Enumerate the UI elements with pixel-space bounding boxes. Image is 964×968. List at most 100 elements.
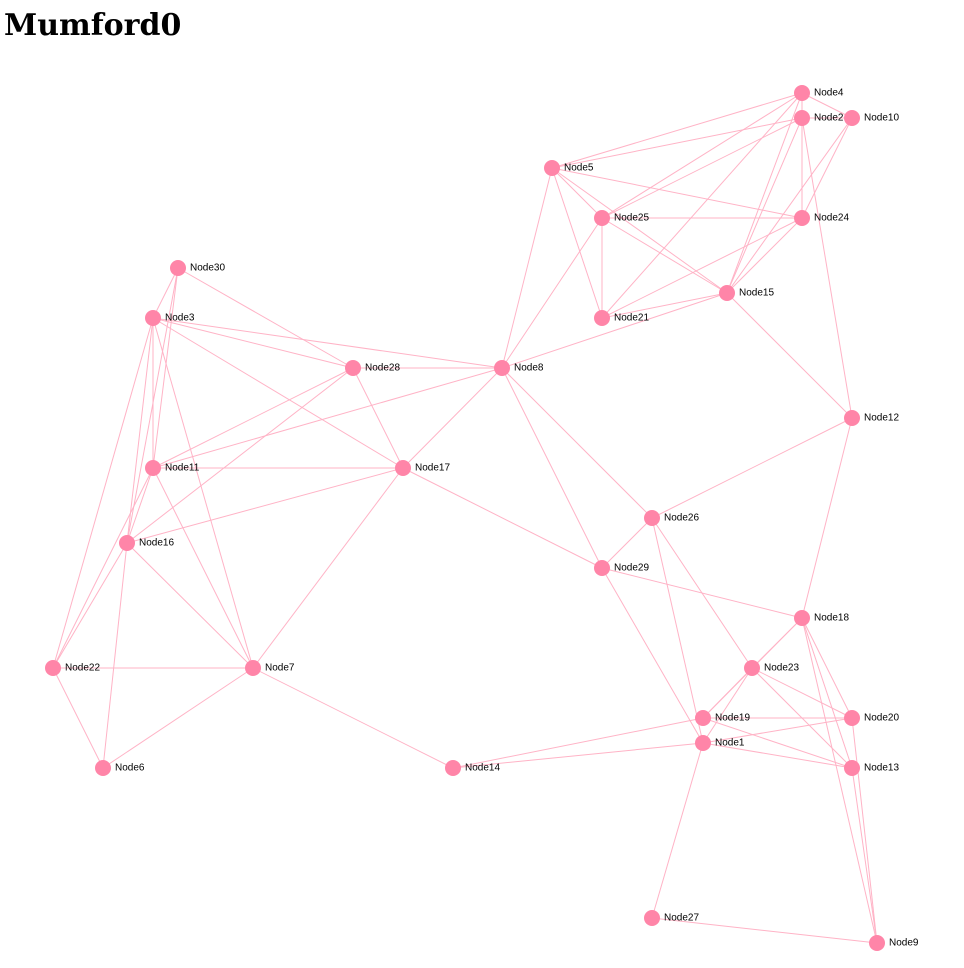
node-circle[interactable] bbox=[345, 360, 361, 376]
edge-node3-node8 bbox=[152, 317, 503, 369]
edge-node24-node15 bbox=[726, 217, 803, 294]
graph-node-node1[interactable]: Node1 bbox=[695, 735, 745, 751]
node-label: Node3 bbox=[165, 313, 195, 324]
node-circle[interactable] bbox=[395, 460, 411, 476]
edge-node30-node3 bbox=[152, 267, 179, 319]
node-circle[interactable] bbox=[644, 910, 660, 926]
edge-node17-node16 bbox=[126, 467, 404, 544]
graph-node-node11[interactable]: Node11 bbox=[145, 460, 200, 476]
node-label: Node5 bbox=[564, 163, 594, 174]
node-circle[interactable] bbox=[445, 760, 461, 776]
edge-node12-node18 bbox=[801, 417, 853, 619]
edge-node16-node22 bbox=[52, 542, 128, 669]
edge-node25-node15 bbox=[601, 217, 728, 294]
edge-node10-node24 bbox=[801, 117, 853, 219]
graph-node-node10[interactable]: Node10 bbox=[844, 110, 899, 126]
node-circle[interactable] bbox=[45, 660, 61, 676]
node-circle[interactable] bbox=[245, 660, 261, 676]
graph-node-node17[interactable]: Node17 bbox=[395, 460, 450, 476]
graph-node-node24[interactable]: Node24 bbox=[794, 210, 849, 226]
edge-node18-node9 bbox=[801, 617, 878, 944]
edge-node2-node25 bbox=[601, 117, 803, 219]
node-circle[interactable] bbox=[844, 760, 860, 776]
graph-node-node6[interactable]: Node6 bbox=[95, 760, 145, 776]
node-circle[interactable] bbox=[95, 760, 111, 776]
node-label: Node6 bbox=[115, 763, 145, 774]
graph-node-node30[interactable]: Node30 bbox=[170, 260, 225, 276]
graph-node-node8[interactable]: Node8 bbox=[494, 360, 544, 376]
graph-node-node14[interactable]: Node14 bbox=[445, 760, 500, 776]
node-circle[interactable] bbox=[794, 610, 810, 626]
graph-node-node29[interactable]: Node29 bbox=[594, 560, 649, 576]
node-circle[interactable] bbox=[869, 935, 885, 951]
node-circle[interactable] bbox=[844, 710, 860, 726]
node-circle[interactable] bbox=[844, 110, 860, 126]
node-circle[interactable] bbox=[744, 660, 760, 676]
graph-node-node13[interactable]: Node13 bbox=[844, 760, 899, 776]
edge-node2-node5 bbox=[551, 117, 803, 169]
edge-node4-node10 bbox=[801, 92, 853, 119]
graph-node-node26[interactable]: Node26 bbox=[644, 510, 699, 526]
node-circle[interactable] bbox=[594, 310, 610, 326]
graph-node-node9[interactable]: Node9 bbox=[869, 935, 919, 951]
graph-node-node19[interactable]: Node19 bbox=[695, 710, 750, 726]
graph-node-node25[interactable]: Node25 bbox=[594, 210, 649, 226]
node-circle[interactable] bbox=[145, 460, 161, 476]
edge-node15-node12 bbox=[726, 292, 853, 419]
node-circle[interactable] bbox=[794, 85, 810, 101]
node-circle[interactable] bbox=[170, 260, 186, 276]
edge-node23-node19 bbox=[702, 667, 753, 719]
graph-node-node3[interactable]: Node3 bbox=[145, 310, 195, 326]
node-circle[interactable] bbox=[494, 360, 510, 376]
edge-node4-node15 bbox=[726, 92, 803, 294]
edge-node8-node17 bbox=[402, 367, 503, 469]
edge-node17-node7 bbox=[252, 467, 404, 669]
graph-node-node15[interactable]: Node15 bbox=[719, 285, 774, 301]
node-circle[interactable] bbox=[119, 535, 135, 551]
edge-node8-node11 bbox=[152, 367, 503, 469]
graph-node-node7[interactable]: Node7 bbox=[245, 660, 295, 676]
node-label: Node9 bbox=[889, 938, 919, 949]
node-circle[interactable] bbox=[794, 110, 810, 126]
node-label: Node1 bbox=[715, 738, 745, 749]
graph-node-node22[interactable]: Node22 bbox=[45, 660, 100, 676]
node-circle[interactable] bbox=[794, 210, 810, 226]
node-circle[interactable] bbox=[594, 560, 610, 576]
graph-node-node28[interactable]: Node28 bbox=[345, 360, 400, 376]
edge-node20-node9 bbox=[851, 717, 878, 944]
graph-node-node12[interactable]: Node12 bbox=[844, 410, 899, 426]
graph-node-node5[interactable]: Node5 bbox=[544, 160, 594, 176]
edge-node16-node6 bbox=[102, 542, 128, 769]
graph-node-node23[interactable]: Node23 bbox=[744, 660, 799, 676]
node-circle[interactable] bbox=[695, 735, 711, 751]
edge-node19-node13 bbox=[702, 717, 853, 769]
node-label: Node22 bbox=[65, 663, 100, 674]
edge-node21-node15 bbox=[601, 292, 728, 319]
node-circle[interactable] bbox=[844, 410, 860, 426]
node-label: Node16 bbox=[139, 538, 174, 549]
node-circle[interactable] bbox=[644, 510, 660, 526]
edge-node22-node6 bbox=[52, 667, 104, 769]
edge-node3-node17 bbox=[152, 317, 404, 469]
graph-node-node2[interactable]: Node2 bbox=[794, 110, 844, 126]
edge-node8-node26 bbox=[501, 367, 653, 519]
graph-node-node16[interactable]: Node16 bbox=[119, 535, 174, 551]
node-label: Node14 bbox=[465, 763, 500, 774]
node-circle[interactable] bbox=[544, 160, 560, 176]
edge-node28-node16 bbox=[126, 367, 354, 544]
node-label: Node17 bbox=[415, 463, 450, 474]
edge-node1-node14 bbox=[452, 742, 704, 769]
node-circle[interactable] bbox=[594, 210, 610, 226]
edge-node16-node7 bbox=[126, 542, 254, 669]
graph-node-node20[interactable]: Node20 bbox=[844, 710, 899, 726]
edge-node19-node14 bbox=[452, 717, 704, 769]
node-circle[interactable] bbox=[145, 310, 161, 326]
node-circle[interactable] bbox=[719, 285, 735, 301]
node-circle[interactable] bbox=[695, 710, 711, 726]
graph-node-node21[interactable]: Node21 bbox=[594, 310, 649, 326]
graph-node-node27[interactable]: Node27 bbox=[644, 910, 699, 926]
graph-node-node4[interactable]: Node4 bbox=[794, 85, 844, 101]
graph-node-node18[interactable]: Node18 bbox=[794, 610, 849, 626]
edge-node5-node21 bbox=[551, 167, 603, 319]
